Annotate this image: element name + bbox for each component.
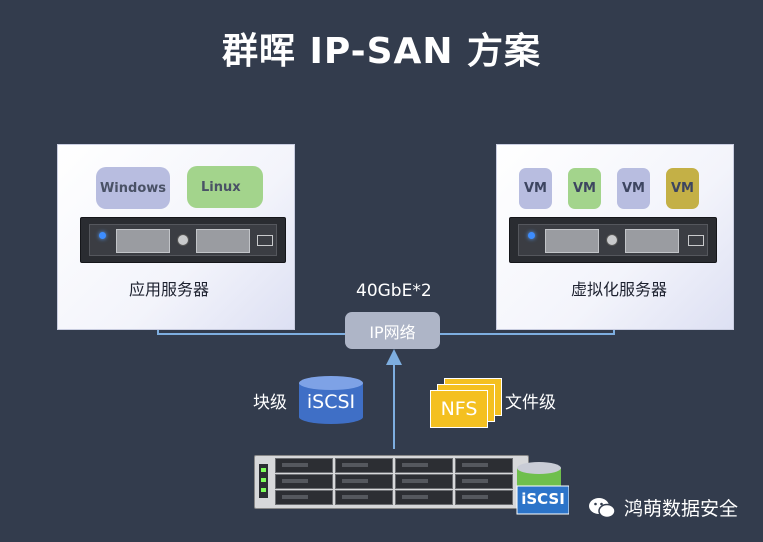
windows-os-badge: Windows (96, 167, 170, 209)
iscsi-badge-label: iSCSI (521, 490, 565, 508)
app-server-caption: 应用服务器 (128, 280, 209, 299)
linux-os-badge: Linux (187, 166, 263, 208)
server-chassis-icon (80, 217, 286, 263)
watermark: 鸿萌数据安全 (588, 494, 738, 521)
nfs-label: NFS (440, 398, 478, 420)
iscsi-database-icon (299, 376, 363, 424)
vm-badge: VM (519, 168, 552, 209)
iscsi-database-label: iSCSI (306, 391, 356, 413)
file-level-label: 文件级 (505, 393, 556, 413)
ip-network-node: IP网络 (345, 312, 440, 349)
vm-badge: VM (617, 168, 650, 209)
watermark-text: 鸿萌数据安全 (624, 498, 739, 520)
nfs-file-icon: NFS (430, 390, 488, 428)
vm-badge: VM (568, 168, 601, 209)
page-title: 群晖 IP-SAN 方案 (221, 31, 542, 72)
virtualization-server-panel: VM VM VM VM 虚拟化服务器 (496, 144, 734, 330)
virt-server-caption: 虚拟化服务器 (570, 280, 667, 299)
server-chassis-icon (509, 217, 717, 263)
wechat-icon (589, 497, 616, 518)
block-level-label: 块级 (253, 393, 287, 413)
application-server-panel: Windows Linux 应用服务器 (57, 144, 295, 330)
vm-badge: VM (666, 168, 699, 209)
network-speed-label: 40GbE*2 (356, 281, 432, 301)
nas-storage-chassis (254, 455, 529, 509)
iscsi-badge-icon: iSCSI (511, 458, 569, 516)
